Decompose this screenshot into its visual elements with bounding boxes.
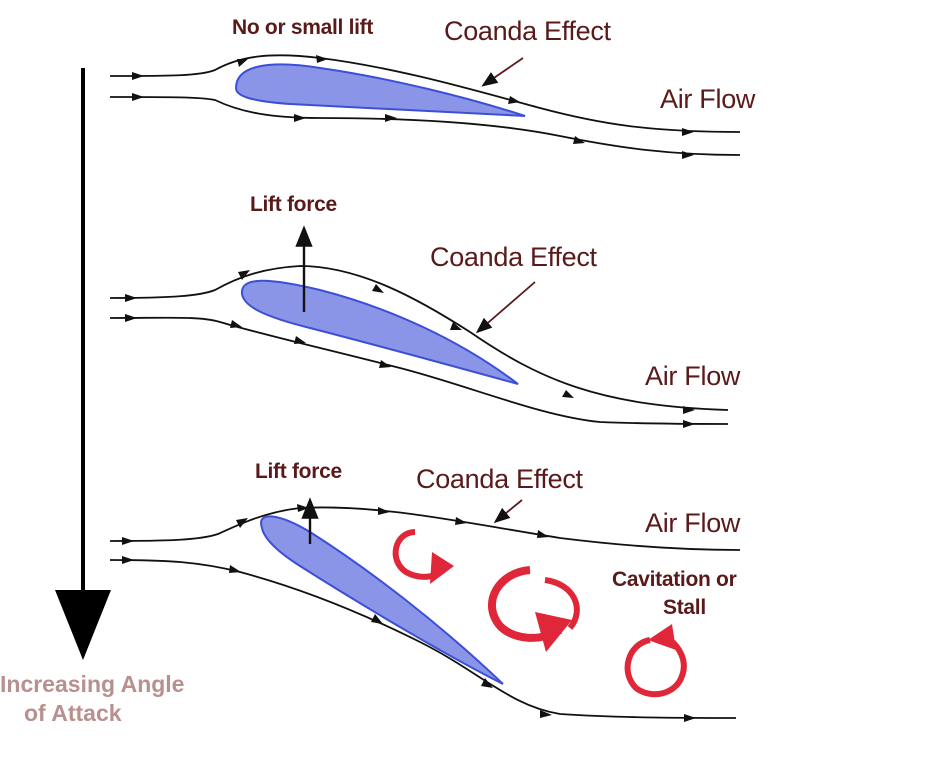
panel-1: [110, 55, 740, 159]
angle-of-attack-arrow: [55, 68, 111, 660]
airfoil-1: [236, 64, 525, 116]
coanda-pointer-1: [488, 58, 523, 82]
air-flow-label-1: Air Flow: [660, 84, 755, 115]
stall-vortex-2: [492, 570, 577, 652]
lift-force-label-3: Lift force: [255, 460, 342, 484]
air-flow-label-2: Air Flow: [645, 361, 740, 392]
coanda-effect-label-3: Coanda Effect: [416, 464, 583, 495]
coanda-effect-label-1: Coanda Effect: [444, 16, 611, 47]
axis-label-line-2: of Attack: [24, 699, 144, 727]
lift-force-label-2: Lift force: [250, 193, 337, 217]
airfoil-3: [261, 516, 503, 684]
axis-label-line-1: Increasing Angle: [0, 670, 185, 698]
coanda-pointer-2: [482, 282, 535, 328]
axis-label-line-1-text: Increasing Angle: [0, 671, 184, 697]
panel-2: [110, 236, 728, 428]
no-small-lift-label: No or small lift: [232, 16, 373, 40]
airfoil-2: [242, 281, 518, 384]
coanda-pointer-3: [500, 500, 522, 518]
stall-label: Stall: [663, 596, 706, 620]
air-flow-label-3: Air Flow: [645, 508, 740, 539]
cavitation-label: Cavitation or: [612, 568, 736, 592]
stall-vortex-1: [396, 532, 454, 584]
stall-vortex-3: [628, 624, 684, 694]
coanda-effect-label-2: Coanda Effect: [430, 242, 597, 273]
